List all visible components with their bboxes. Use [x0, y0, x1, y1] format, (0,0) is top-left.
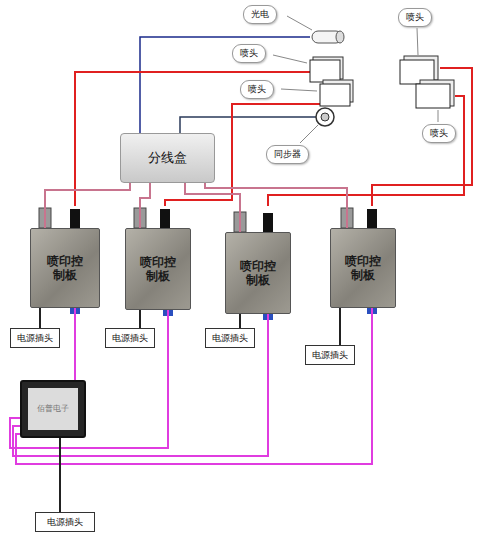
node-label: 同步器	[274, 149, 301, 160]
callout-bubble: 喷头	[422, 124, 456, 143]
cable-connector	[139, 310, 141, 328]
power-plug-label: 电源插头	[10, 328, 60, 348]
head-cable	[75, 72, 310, 206]
node-label: 喷印控制板	[45, 254, 85, 283]
head-cable	[372, 68, 472, 206]
node-label: 电源插头	[17, 333, 53, 344]
print-head	[310, 57, 343, 82]
print-head	[320, 80, 353, 106]
cable-connector	[239, 314, 241, 328]
node-label: 电源插头	[312, 350, 348, 361]
node-label: 电源插头	[47, 517, 83, 528]
node-label: 喷头	[240, 48, 258, 59]
callout-bubble: 喷头	[240, 80, 274, 99]
cable-connector	[10, 310, 168, 448]
node-label: 喷印控制板	[138, 255, 178, 284]
callout-bubble: 光电	[243, 5, 277, 24]
node-label: 喷印控制板	[238, 259, 278, 288]
callout-bubble: 同步器	[266, 145, 309, 164]
junction-box: 分线盒	[120, 133, 215, 183]
node-label: 电源插头	[112, 333, 148, 344]
callout-bubble: 喷头	[398, 8, 432, 27]
encoder-wire	[180, 117, 316, 133]
power-plug-label: 电源插头	[105, 328, 155, 348]
sensor-wire	[140, 37, 310, 133]
control-board: 喷印控制板	[225, 232, 291, 314]
node-label: 佰普电子	[28, 388, 78, 430]
power-plug-label: 电源插头	[205, 328, 255, 348]
node-label: 喷头	[248, 84, 266, 95]
callout-bubble: 喷头	[232, 44, 266, 63]
power-plug-label: 电源插头	[35, 512, 95, 532]
photo-sensor	[312, 31, 344, 43]
node-label: 喷头	[430, 128, 448, 139]
node-label: 喷印控制板	[343, 254, 383, 283]
touch-screen: 佰普电子	[20, 380, 86, 438]
cable-connector	[16, 308, 372, 464]
cable-connector	[39, 308, 41, 328]
power-plug-label: 电源插头	[305, 345, 355, 365]
head-cable	[268, 96, 464, 206]
control-board: 喷印控制板	[330, 228, 396, 308]
print-head	[416, 80, 454, 108]
cable-connector	[13, 314, 268, 456]
control-board: 喷印控制板	[125, 228, 191, 310]
cable-connector	[339, 308, 341, 345]
cable-connector	[74, 308, 76, 380]
cable-connector	[205, 183, 347, 228]
cable-connector	[140, 183, 150, 228]
node-label: 分线盒	[148, 150, 187, 166]
control-board: 喷印控制板	[30, 228, 100, 308]
encoder-wheel	[316, 108, 334, 126]
node-label: 光电	[251, 9, 269, 20]
cable-connector	[59, 438, 61, 512]
cable-connector	[45, 183, 130, 228]
node-label: 喷头	[406, 12, 424, 23]
callout-leader	[273, 16, 438, 143]
cable-connector	[185, 183, 240, 232]
node-label: 电源插头	[212, 333, 248, 344]
